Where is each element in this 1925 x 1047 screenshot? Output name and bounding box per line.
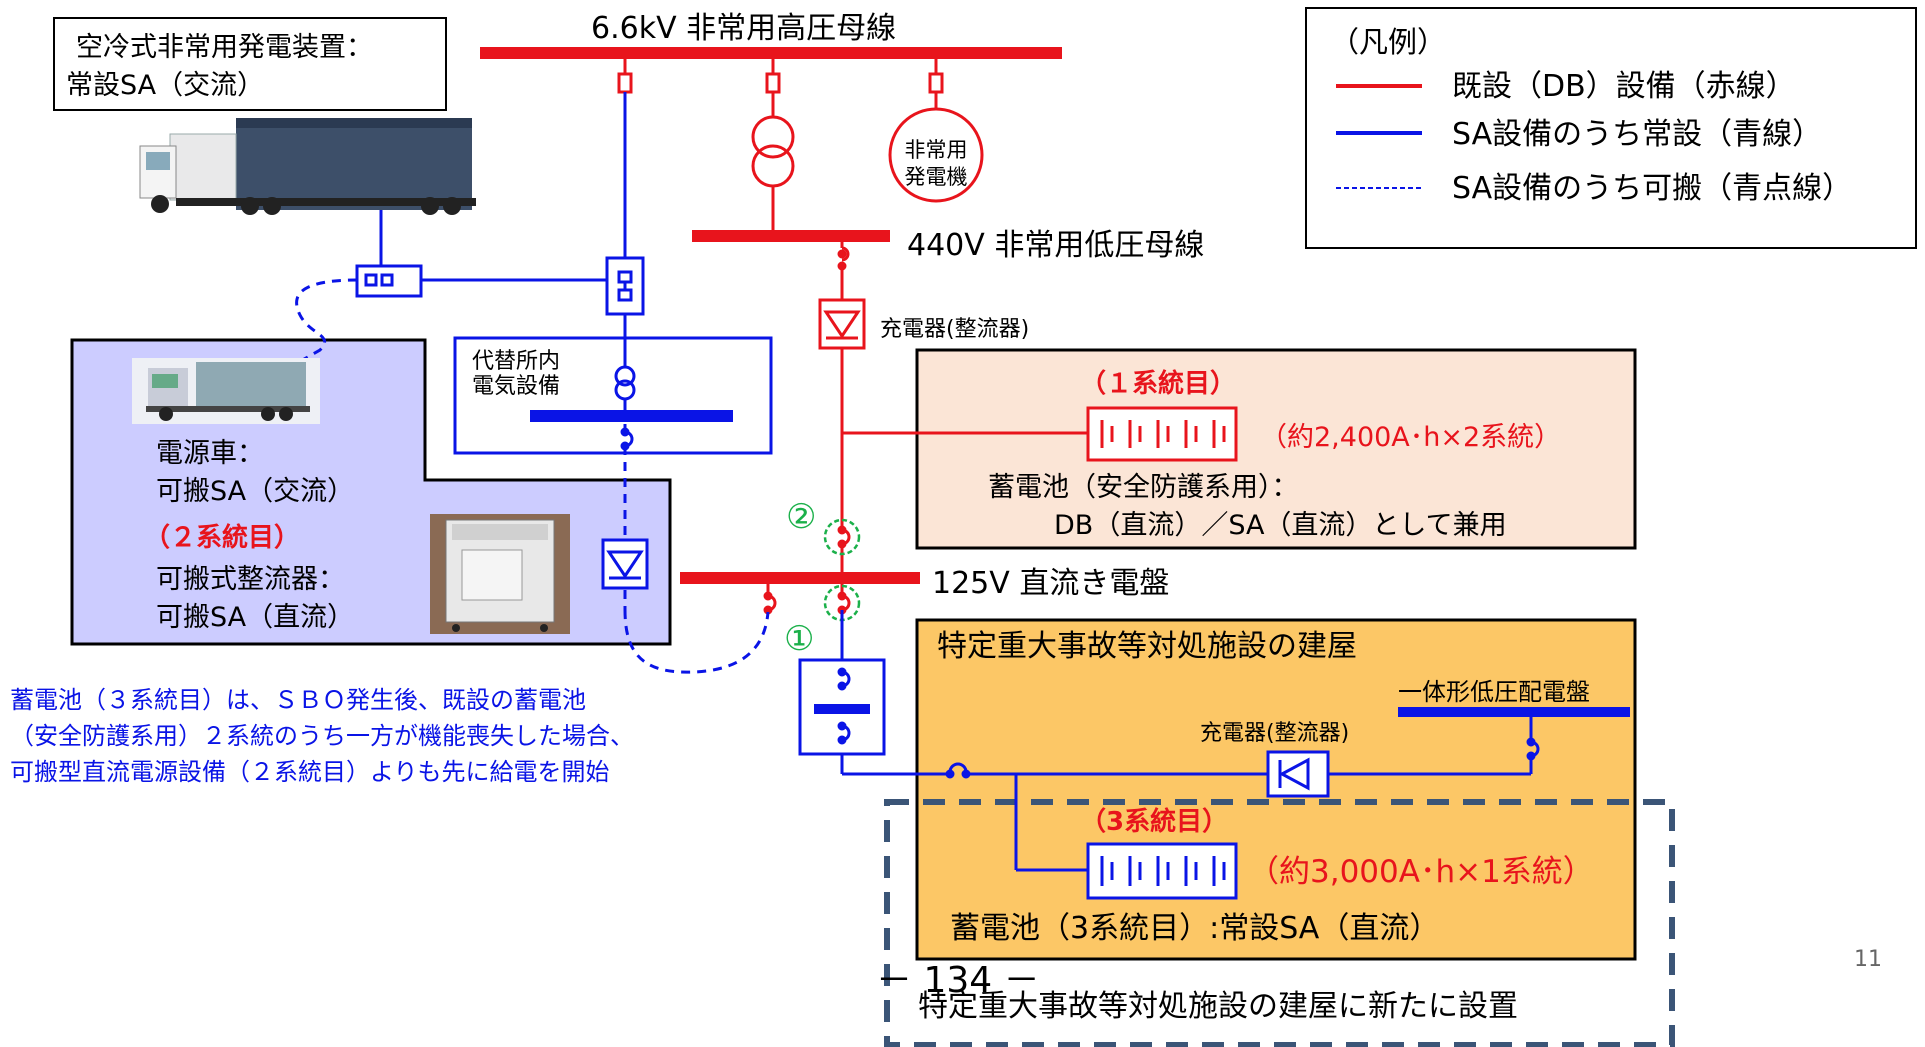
- alt-station-label-2: 電気設備: [472, 374, 560, 399]
- low-voltage-panel-bus: [1398, 707, 1630, 717]
- hv-bus: [480, 47, 1062, 59]
- air-cooled-generator-truck-image: [139, 118, 476, 215]
- alt-station-box: [453, 336, 773, 455]
- emergency-generator-label-2: 発電機: [905, 165, 968, 189]
- portable-system-label: （２系統目）: [144, 522, 300, 553]
- legend-title: （凡例）: [1330, 25, 1446, 59]
- battery3-system-label: （3系統目）: [1080, 806, 1228, 837]
- marker-1: ①: [784, 619, 814, 659]
- low-voltage-panel-label: 一体形低圧配電盤: [1398, 678, 1590, 706]
- marker-2: ②: [786, 497, 816, 537]
- battery1-symbol: [1086, 406, 1238, 462]
- dc-bus-label: 125V 直流き電盤: [932, 566, 1169, 601]
- portable-rectifier-image: [430, 514, 570, 634]
- note-line-1: 蓄電池（３系統目）は、ＳＢＯ発生後、既設の蓄電池: [10, 686, 586, 714]
- battery1-desc-1: 蓄電池（安全防護系用）：: [988, 472, 1299, 503]
- battery3-capacity-label: （約3,000A･h×1系統）: [1248, 854, 1594, 890]
- battery3-desc: 蓄電池（3系統目）:常設SA（直流）: [950, 911, 1439, 946]
- facility-title: 特定重大事故等対処施設の建屋: [937, 629, 1357, 664]
- power-supply-car-image: [132, 358, 320, 424]
- legend-item-blue-dotted: SA設備のうち可搬（青点線）: [1452, 171, 1852, 206]
- page-number: 11: [1854, 947, 1882, 972]
- alt-station-label-1: 代替所内: [472, 349, 560, 374]
- charger-bottom-label: 充電器(整流器): [1200, 721, 1349, 746]
- lv-bus-label: 440V 非常用低圧母線: [907, 228, 1204, 263]
- air-cooled-generator-label-1: 空冷式非常用発電装置：: [76, 32, 373, 63]
- red-wiring: [617, 59, 1088, 615]
- marker-2-circle: [823, 518, 861, 556]
- battery3-symbol: [1086, 842, 1238, 900]
- legend-item-blue: SA設備のうち常設（青線）: [1452, 117, 1822, 152]
- portable-rectifier-label-1: 可搬式整流器：: [156, 564, 345, 595]
- battery1-box: [915, 348, 1637, 550]
- note-line-2: （安全防護系用）２系統のうち一方が機能喪失した場合、: [10, 722, 634, 750]
- charger-top-label: 充電器(整流器): [880, 317, 1029, 342]
- dc-bus: [680, 572, 920, 584]
- battery1-system-label: （１系統目）: [1080, 368, 1236, 399]
- portable-rectifier-symbol: [601, 538, 649, 590]
- air-cooled-generator-label-2: 常設SA（交流）: [66, 70, 264, 101]
- alt-station-bus: [530, 410, 733, 422]
- portable-wiring: [284, 278, 770, 674]
- emergency-generator-label-1: 非常用: [905, 138, 968, 162]
- air-cooled-generator-label-box: [53, 17, 447, 111]
- lv-bus: [692, 230, 890, 242]
- blue-wiring: [355, 92, 1540, 872]
- new-install-label: 特定重大事故等対処施設の建屋に新たに設置: [918, 989, 1518, 1024]
- page-footer: － 134 －: [876, 960, 1040, 1001]
- battery1-capacity-label: （約2,400A･h×2系統）: [1260, 422, 1561, 453]
- power-car-label-2: 可搬SA（交流）: [156, 476, 354, 507]
- sa-breaker-bar: [814, 704, 870, 714]
- legend-box: [1305, 7, 1917, 249]
- new-install-dashed-box: [884, 799, 1675, 1047]
- battery1-desc-2: DB（直流）／SA（直流）として兼用: [1054, 510, 1507, 541]
- portable-rectifier-label-2: 可搬SA（直流）: [156, 602, 354, 633]
- note-line-3: 可搬型直流電源設備（２系統目）よりも先に給電を開始: [10, 758, 610, 786]
- legend-item-red: 既設（DB）設備（赤線）: [1452, 69, 1796, 104]
- hv-bus-label: 6.6kV 非常用高圧母線: [591, 11, 896, 46]
- power-car-label-1: 電源車：: [156, 438, 264, 469]
